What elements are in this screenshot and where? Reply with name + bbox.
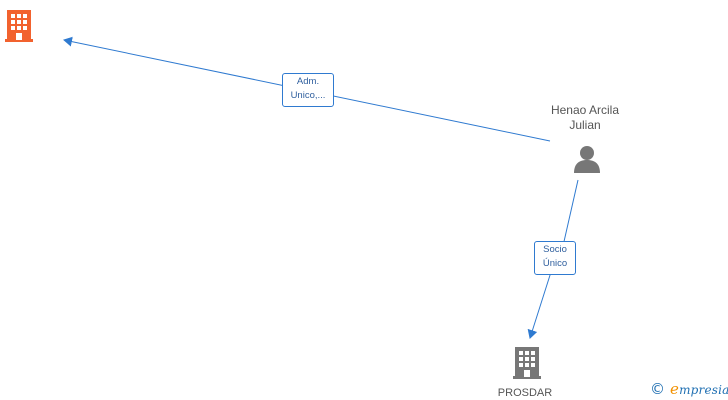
brand-name: empresia [670, 380, 728, 398]
person-name[interactable]: Henao Arcila Julian [530, 103, 640, 133]
empresia-brand: © empresia [650, 380, 728, 398]
edge-label-socio-line1: Socio [543, 244, 567, 255]
brand-initial: e [670, 380, 680, 398]
top-company-building-icon[interactable] [3, 8, 35, 44]
brand-rest: mpresia [679, 383, 728, 397]
edge-label-socio-line2: Único [542, 258, 568, 269]
person-icon[interactable] [571, 143, 603, 175]
copyright-icon: © [650, 380, 665, 398]
prosdar-building-icon[interactable] [511, 345, 543, 381]
person-name-line2: Julian [569, 118, 601, 132]
prosdar-label[interactable]: PROSDAR [497, 387, 553, 399]
person-name-line1: Henao Arcila [550, 103, 620, 117]
edge-label-socio[interactable]: Socio Único [534, 241, 576, 275]
edge-label-adm[interactable]: Adm. Unico,... [282, 73, 334, 107]
edge-label-adm-line2: Unico,... [290, 90, 326, 101]
edge-label-adm-line1: Adm. [296, 76, 320, 87]
